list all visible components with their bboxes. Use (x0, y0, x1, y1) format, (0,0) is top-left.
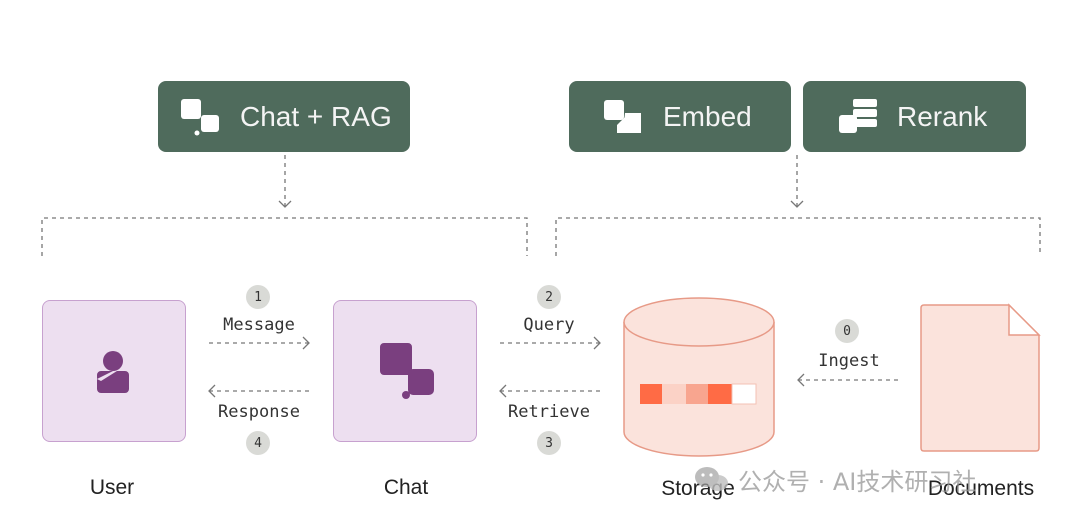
message-label: Message (223, 315, 295, 335)
chat-label: Chat (383, 476, 429, 499)
rerank-stack-icon (839, 98, 877, 133)
rerank-label: Rerank (897, 100, 988, 132)
embed-rerank-bracket (555, 217, 1041, 256)
embed-pill: Embed (569, 81, 791, 152)
chat-rag-bracket (41, 217, 528, 256)
chat-bubbles-icon (380, 343, 434, 399)
chat-rag-arrowhead (278, 200, 292, 208)
query-label: Query (523, 315, 575, 335)
chat-bubbles-icon (181, 98, 219, 135)
step-0-badge: 0 (835, 319, 859, 343)
step-3-badge: 3 (537, 431, 561, 455)
step-1-badge: 1 (246, 285, 270, 309)
documents-label: Documents (927, 477, 1035, 500)
ingest-arrowhead (797, 373, 805, 387)
step-2-badge: 2 (537, 285, 561, 309)
message-arrowhead (302, 336, 310, 350)
chat-rag-label: Chat + RAG (240, 100, 392, 132)
response-arrowhead (208, 384, 216, 398)
embed-label: Embed (663, 100, 752, 132)
response-label: Response (218, 402, 300, 422)
chat-rag-pill: Chat + RAG (158, 81, 410, 152)
document-icon (1008, 303, 1041, 336)
ingest-label: Ingest (818, 351, 880, 371)
user-node (42, 300, 186, 442)
documents-node (920, 303, 1041, 452)
wechat-icon (695, 466, 728, 491)
embed-shapes-icon (604, 99, 641, 133)
step-4-badge: 4 (246, 431, 270, 455)
user-label: User (89, 476, 135, 499)
chat-node (333, 300, 477, 442)
watermark: 公众号 · AI技术研习社 (694, 462, 976, 497)
retrieve-label: Retrieve (508, 402, 590, 422)
retrieve-arrowhead (499, 384, 507, 398)
embed-rerank-arrowhead (790, 200, 804, 208)
storage-node (623, 297, 775, 457)
person-icon (97, 351, 129, 393)
rerank-pill: Rerank (803, 81, 1026, 152)
embedding-vector-icon (640, 383, 757, 405)
watermark-text: 公众号 · AI技术研习社 (738, 468, 977, 496)
query-arrowhead (593, 336, 601, 350)
